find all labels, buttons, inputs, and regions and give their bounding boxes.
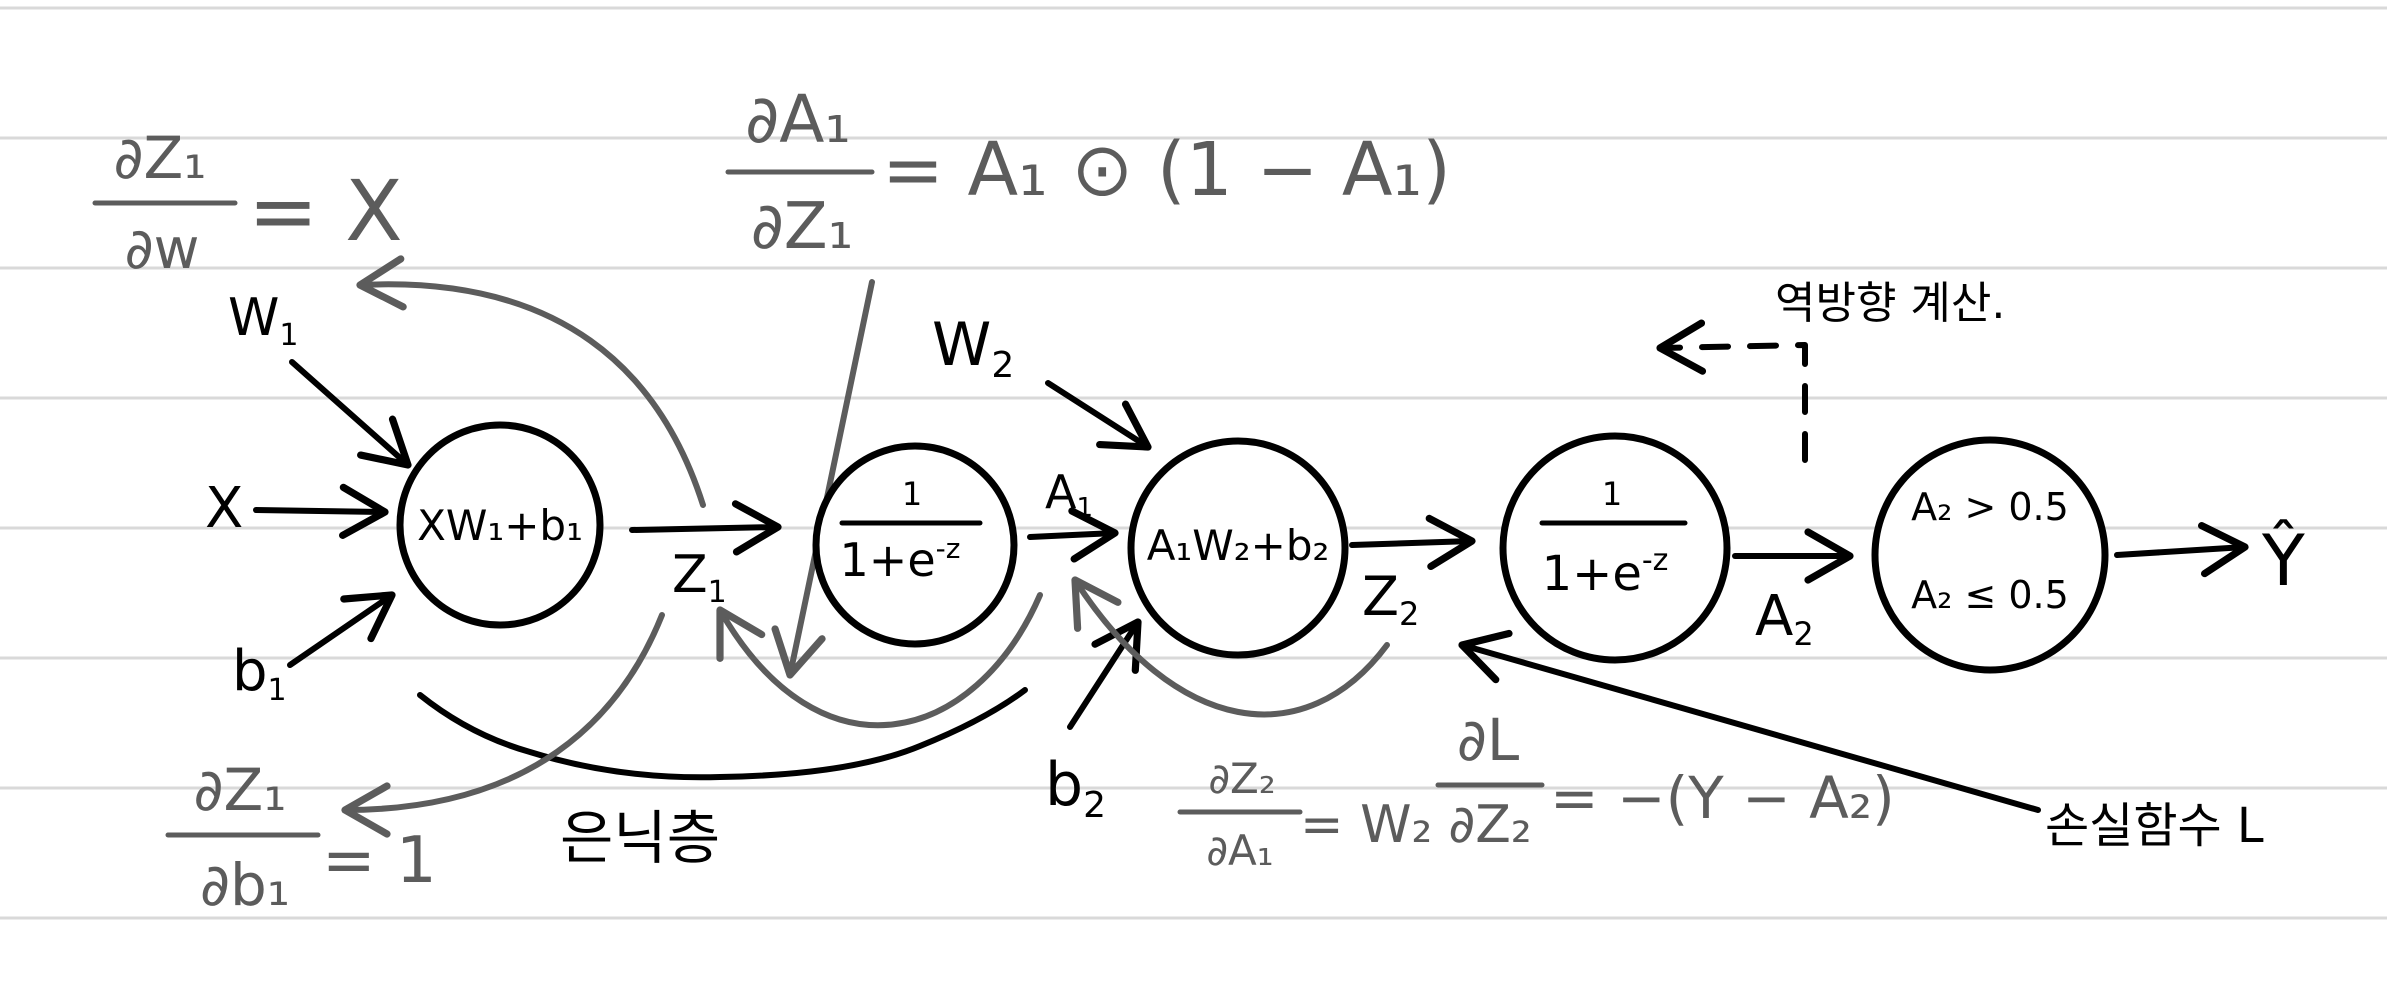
sigmoid2-numerator: 1	[1602, 475, 1622, 513]
node-linear2	[1127, 437, 1349, 659]
arrow-threshold-to-output	[2114, 522, 2249, 578]
label-b2: b2	[1045, 750, 1106, 826]
hidden-layer-label: 은닉층	[560, 804, 720, 872]
sigmoid2-denominator: 1+e-z	[1542, 543, 1669, 602]
backward-calc-label: 역방향 계산.	[1775, 278, 2005, 329]
dz1-dw-numerator: ∂Z₁	[114, 124, 207, 192]
formula-dz1-db1: ∂Z₁ ∂b₁ = 1	[165, 756, 437, 919]
arrow-b2-to-node3	[1067, 618, 1142, 730]
arrow-w1-to-node1	[289, 359, 412, 469]
formula-da1-dz1: ∂A₁ ∂Z₁ = A₁ ⊙ (1 − A₁)	[725, 81, 1451, 264]
dl-dz2-rhs: = −(Y − A₂)	[1550, 764, 1895, 832]
threshold-lo-label: A₂ ≤ 0.5	[1911, 573, 2069, 617]
label-w1: W1	[228, 288, 299, 353]
label-w2: W2	[932, 310, 1014, 386]
dz2-da1-denominator: ∂A₁	[1206, 826, 1273, 875]
dz1-db1-numerator: ∂Z₁	[194, 756, 287, 824]
label-a2: A2	[1755, 584, 1814, 653]
grad-arrow-to-z1	[716, 592, 1043, 729]
sigmoid1-denominator: 1+e-z	[840, 532, 961, 587]
da1-dz1-denominator: ∂Z₁	[751, 190, 854, 264]
dz1-dw-rhs: = X	[248, 162, 403, 260]
node3-label: A₁W₂+b₂	[1147, 521, 1330, 570]
dz1-dw-denominator: ∂w	[125, 217, 200, 282]
threshold-hi-label: A₂ > 0.5	[1911, 485, 2069, 529]
node-linear1	[396, 421, 604, 629]
backward-direction-arrow	[1656, 319, 1808, 463]
node-sigmoid1	[812, 442, 1018, 648]
arrow-node3-to-sigmoid2	[1349, 514, 1476, 570]
formula-dz1-dw: ∂Z₁ ∂w = X	[92, 124, 403, 282]
grad-arrow-to-w	[356, 255, 706, 508]
label-y-hat: Ŷ	[2261, 520, 2305, 602]
dl-dz2-denominator: ∂Z₂	[1448, 795, 1531, 855]
arrow-w2-to-node3	[1045, 380, 1152, 451]
arrow-loss-to-z2	[1458, 629, 2041, 813]
da1-dz1-rhs: = A₁ ⊙ (1 − A₁)	[882, 127, 1451, 213]
node-threshold	[1871, 436, 2109, 674]
dz1-db1-denominator: ∂b₁	[200, 851, 290, 919]
hidden-layer-brace	[417, 687, 1028, 781]
sigmoid1-numerator: 1	[902, 475, 922, 513]
dz2-da1-numerator: ∂Z₂	[1208, 754, 1275, 803]
label-z1: Z1	[672, 545, 727, 610]
arrow-sigmoid1-to-node3	[1027, 507, 1119, 563]
dz1-db1-rhs: = 1	[322, 824, 437, 898]
arrow-x-to-node1	[253, 483, 389, 539]
dz2-da1-rhs: = W₂	[1300, 795, 1432, 855]
da1-dz1-numerator: ∂A₁	[745, 81, 851, 158]
label-z2: Z2	[1362, 565, 1419, 633]
dl-dz2-numerator: ∂L	[1457, 706, 1519, 774]
formula-dl-dz2: ∂L ∂Z₂ = −(Y − A₂)	[1435, 706, 1895, 855]
label-b1: b1	[232, 639, 287, 708]
grad-arrow-to-b1	[341, 612, 665, 838]
formula-dz2-da1: ∂Z₂ ∂A₁ = W₂	[1177, 754, 1432, 875]
loss-function-label: 손실함수 L	[2045, 798, 2264, 854]
label-a1: A1	[1045, 465, 1093, 523]
grad-arrow-to-a1	[1071, 576, 1390, 718]
grad-arrow-to-sigmoid1	[771, 279, 875, 679]
node-sigmoid2	[1499, 432, 1731, 664]
arrow-node1-to-sigmoid1	[629, 500, 782, 556]
node1-label: XW₁+b₁	[417, 501, 583, 550]
label-x: X	[205, 476, 243, 541]
arrow-b1-to-node1	[287, 591, 396, 668]
